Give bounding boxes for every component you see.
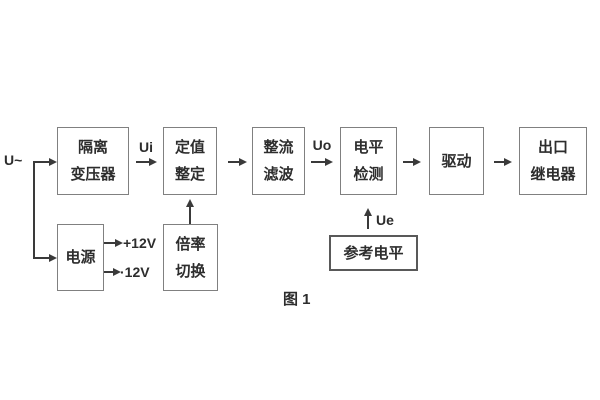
block-label: 滤波 <box>263 166 294 183</box>
block-label: 继电器 <box>530 166 576 183</box>
connector-input-to-power <box>33 257 50 259</box>
signal-label-plus12v: +12V <box>123 235 157 251</box>
connector-setting-to-rectify <box>228 161 240 163</box>
arrowhead-drive-to-relay <box>504 158 512 166</box>
connector-input-to-transformer <box>33 161 50 163</box>
block-label: 整流 <box>263 139 294 156</box>
arrowhead-power-minus12v <box>113 268 121 276</box>
arrowhead-setting-to-rectify <box>239 158 247 166</box>
connector-ratio-to-setting <box>189 206 191 224</box>
arrowhead-rectify-to-level <box>325 158 333 166</box>
block-label: 电平 <box>353 139 384 156</box>
block-drive: 驱动 <box>429 127 484 195</box>
input-signal-label: U~ <box>4 152 23 168</box>
block-label: 驱动 <box>441 152 472 170</box>
signal-label-uo: Uo <box>312 137 332 153</box>
arrowhead-level-to-drive <box>413 158 421 166</box>
arrowhead-input-to-transformer <box>49 158 57 166</box>
connector-rectify-to-level <box>311 161 326 163</box>
block-power-supply: 电源 <box>57 224 104 291</box>
block-rectify-filter: 整流 滤波 <box>252 127 305 195</box>
signal-label-ue: Ue <box>376 212 394 228</box>
connector-power-minus12v <box>104 271 114 273</box>
arrowhead-reference-to-level <box>364 208 372 216</box>
connector-level-to-drive <box>403 161 414 163</box>
block-label: 整定 <box>174 166 205 183</box>
block-label: 出口 <box>537 139 568 156</box>
connector-drive-to-relay <box>494 161 505 163</box>
arrowhead-ratio-to-setting <box>186 199 194 207</box>
block-level-detect: 电平 检测 <box>340 127 397 195</box>
arrowhead-transformer-to-setting <box>149 158 157 166</box>
signal-label-ui: Ui <box>139 139 153 155</box>
block-isolation-transformer: 隔离 变压器 <box>57 127 129 195</box>
block-label: 检测 <box>353 166 384 183</box>
connector-reference-to-level <box>367 215 369 229</box>
block-label: 电源 <box>65 249 96 266</box>
block-label: 变压器 <box>70 166 116 183</box>
block-label: 参考电平 <box>343 244 404 262</box>
block-value-setting: 定值 整定 <box>163 127 217 195</box>
signal-label-minus12v: ·12V <box>120 264 150 280</box>
block-ratio-switch: 倍率 切换 <box>163 224 218 291</box>
connector-input-branch-line <box>33 162 35 259</box>
block-label: 倍率 <box>175 235 206 253</box>
block-label: 切换 <box>175 262 206 280</box>
arrowhead-power-plus12v <box>115 239 123 247</box>
block-output-relay: 出口 继电器 <box>519 127 587 195</box>
connector-power-plus12v <box>104 242 116 244</box>
block-label: 定值 <box>174 139 205 156</box>
arrowhead-input-to-power <box>49 254 57 262</box>
block-reference-level: 参考电平 <box>329 235 418 271</box>
figure-caption: 图 1 <box>283 291 311 308</box>
block-label: 隔离 <box>77 139 108 156</box>
connector-transformer-to-setting <box>136 161 150 163</box>
